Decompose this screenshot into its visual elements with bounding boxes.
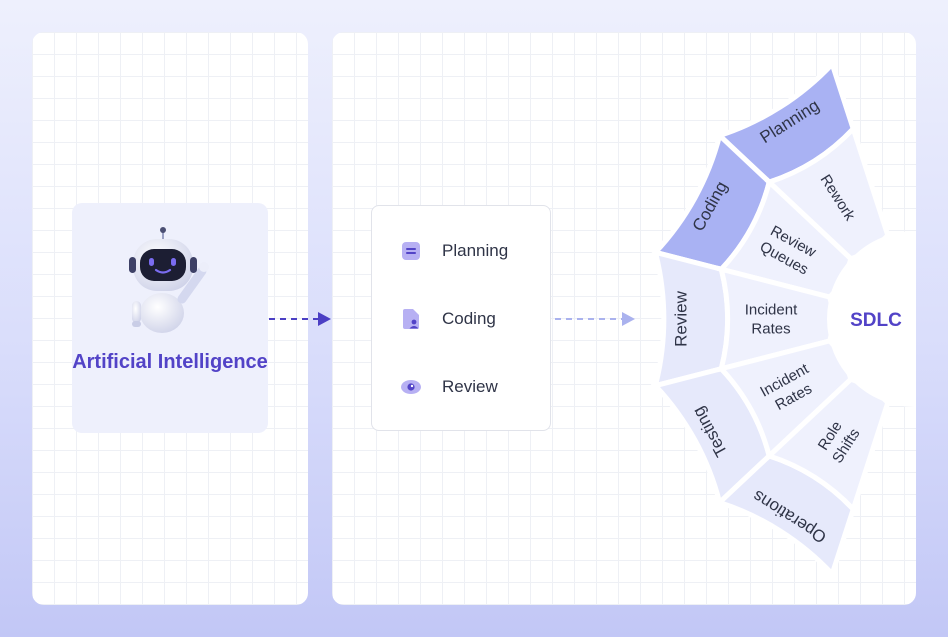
arrow-steps-to-wheel <box>555 312 635 326</box>
arrow-ai-to-steps <box>269 312 331 326</box>
step-review: Review <box>400 375 498 399</box>
sdlc-label: SDLC <box>850 310 902 331</box>
ai-card: Artificial Intelligence <box>72 203 268 433</box>
step-label: Coding <box>442 309 496 328</box>
steps-card: Planning Coding Review <box>371 205 551 431</box>
document-icon <box>400 240 422 262</box>
step-label: Planning <box>442 241 509 260</box>
sdlc-center <box>827 231 916 407</box>
ai-title: Artificial Intelligence <box>72 351 268 373</box>
step-coding: Coding <box>400 307 496 331</box>
outer-label-review: Review <box>672 290 691 346</box>
step-label: Review <box>442 377 498 396</box>
eye-icon <box>400 376 422 398</box>
step-planning: Planning <box>400 239 508 263</box>
file-user-icon <box>400 308 422 330</box>
outer-segment-review <box>651 248 730 390</box>
robot-illustration <box>129 227 209 333</box>
